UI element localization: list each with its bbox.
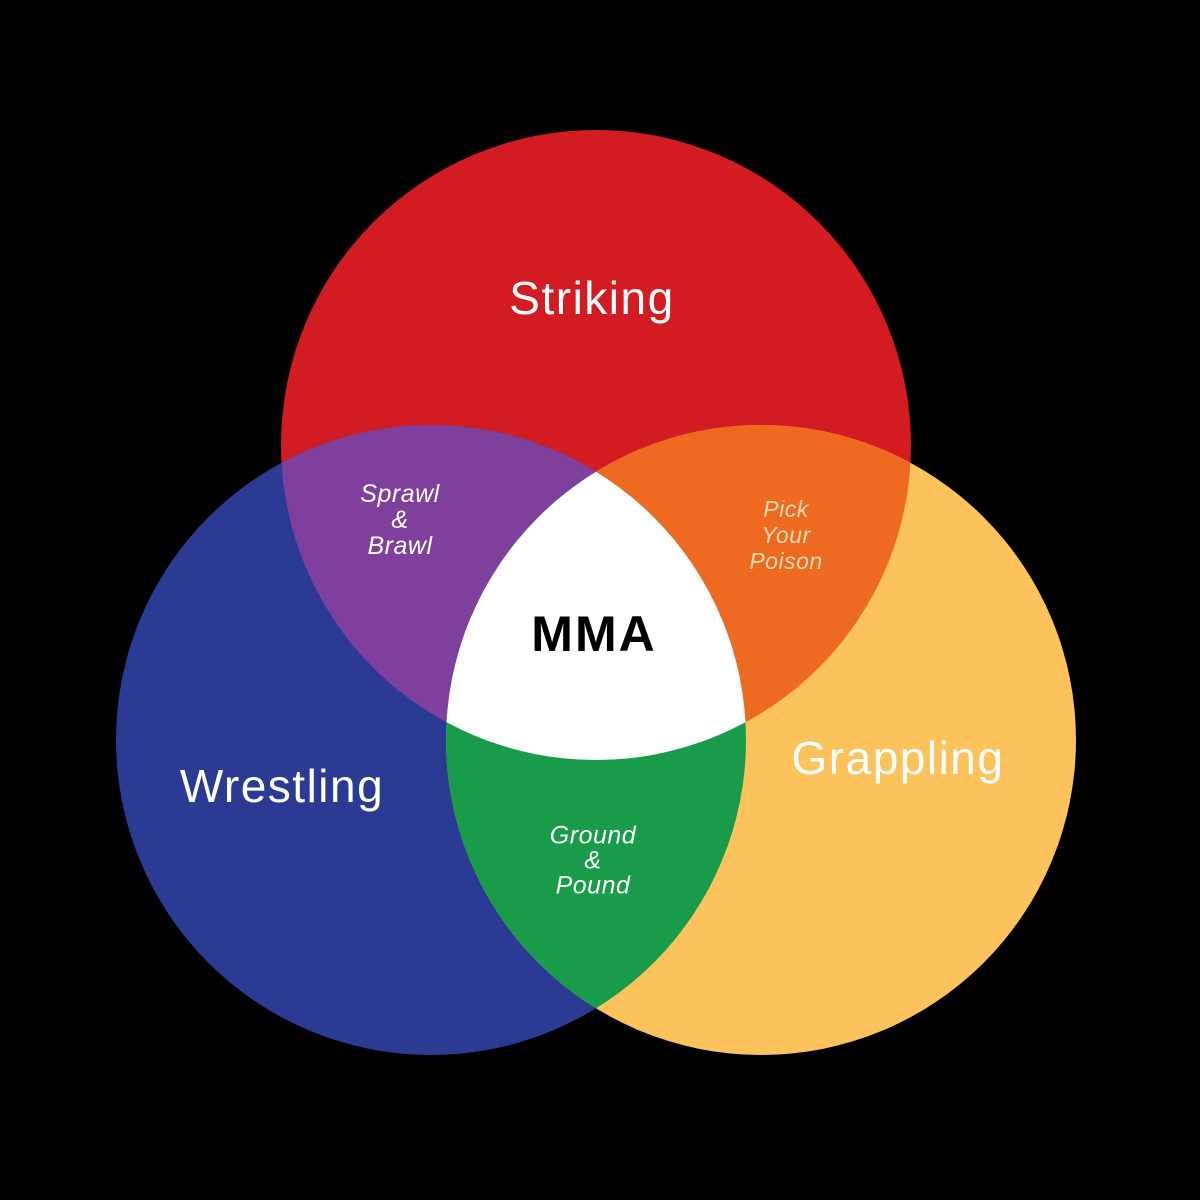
- grappling-label: Grappling: [791, 732, 1005, 784]
- mma-center-label: MMA: [531, 606, 657, 662]
- sprawl-and-brawl-label: Sprawl & Brawl: [360, 480, 440, 560]
- pick-your-poison-label: Pick Your Poison: [749, 496, 823, 574]
- ground-and-pound-label: Ground & Pound: [549, 821, 637, 900]
- center-overlap-region: [446, 425, 746, 760]
- wrestling-label: Wrestling: [179, 760, 385, 812]
- striking-label: Striking: [509, 272, 675, 324]
